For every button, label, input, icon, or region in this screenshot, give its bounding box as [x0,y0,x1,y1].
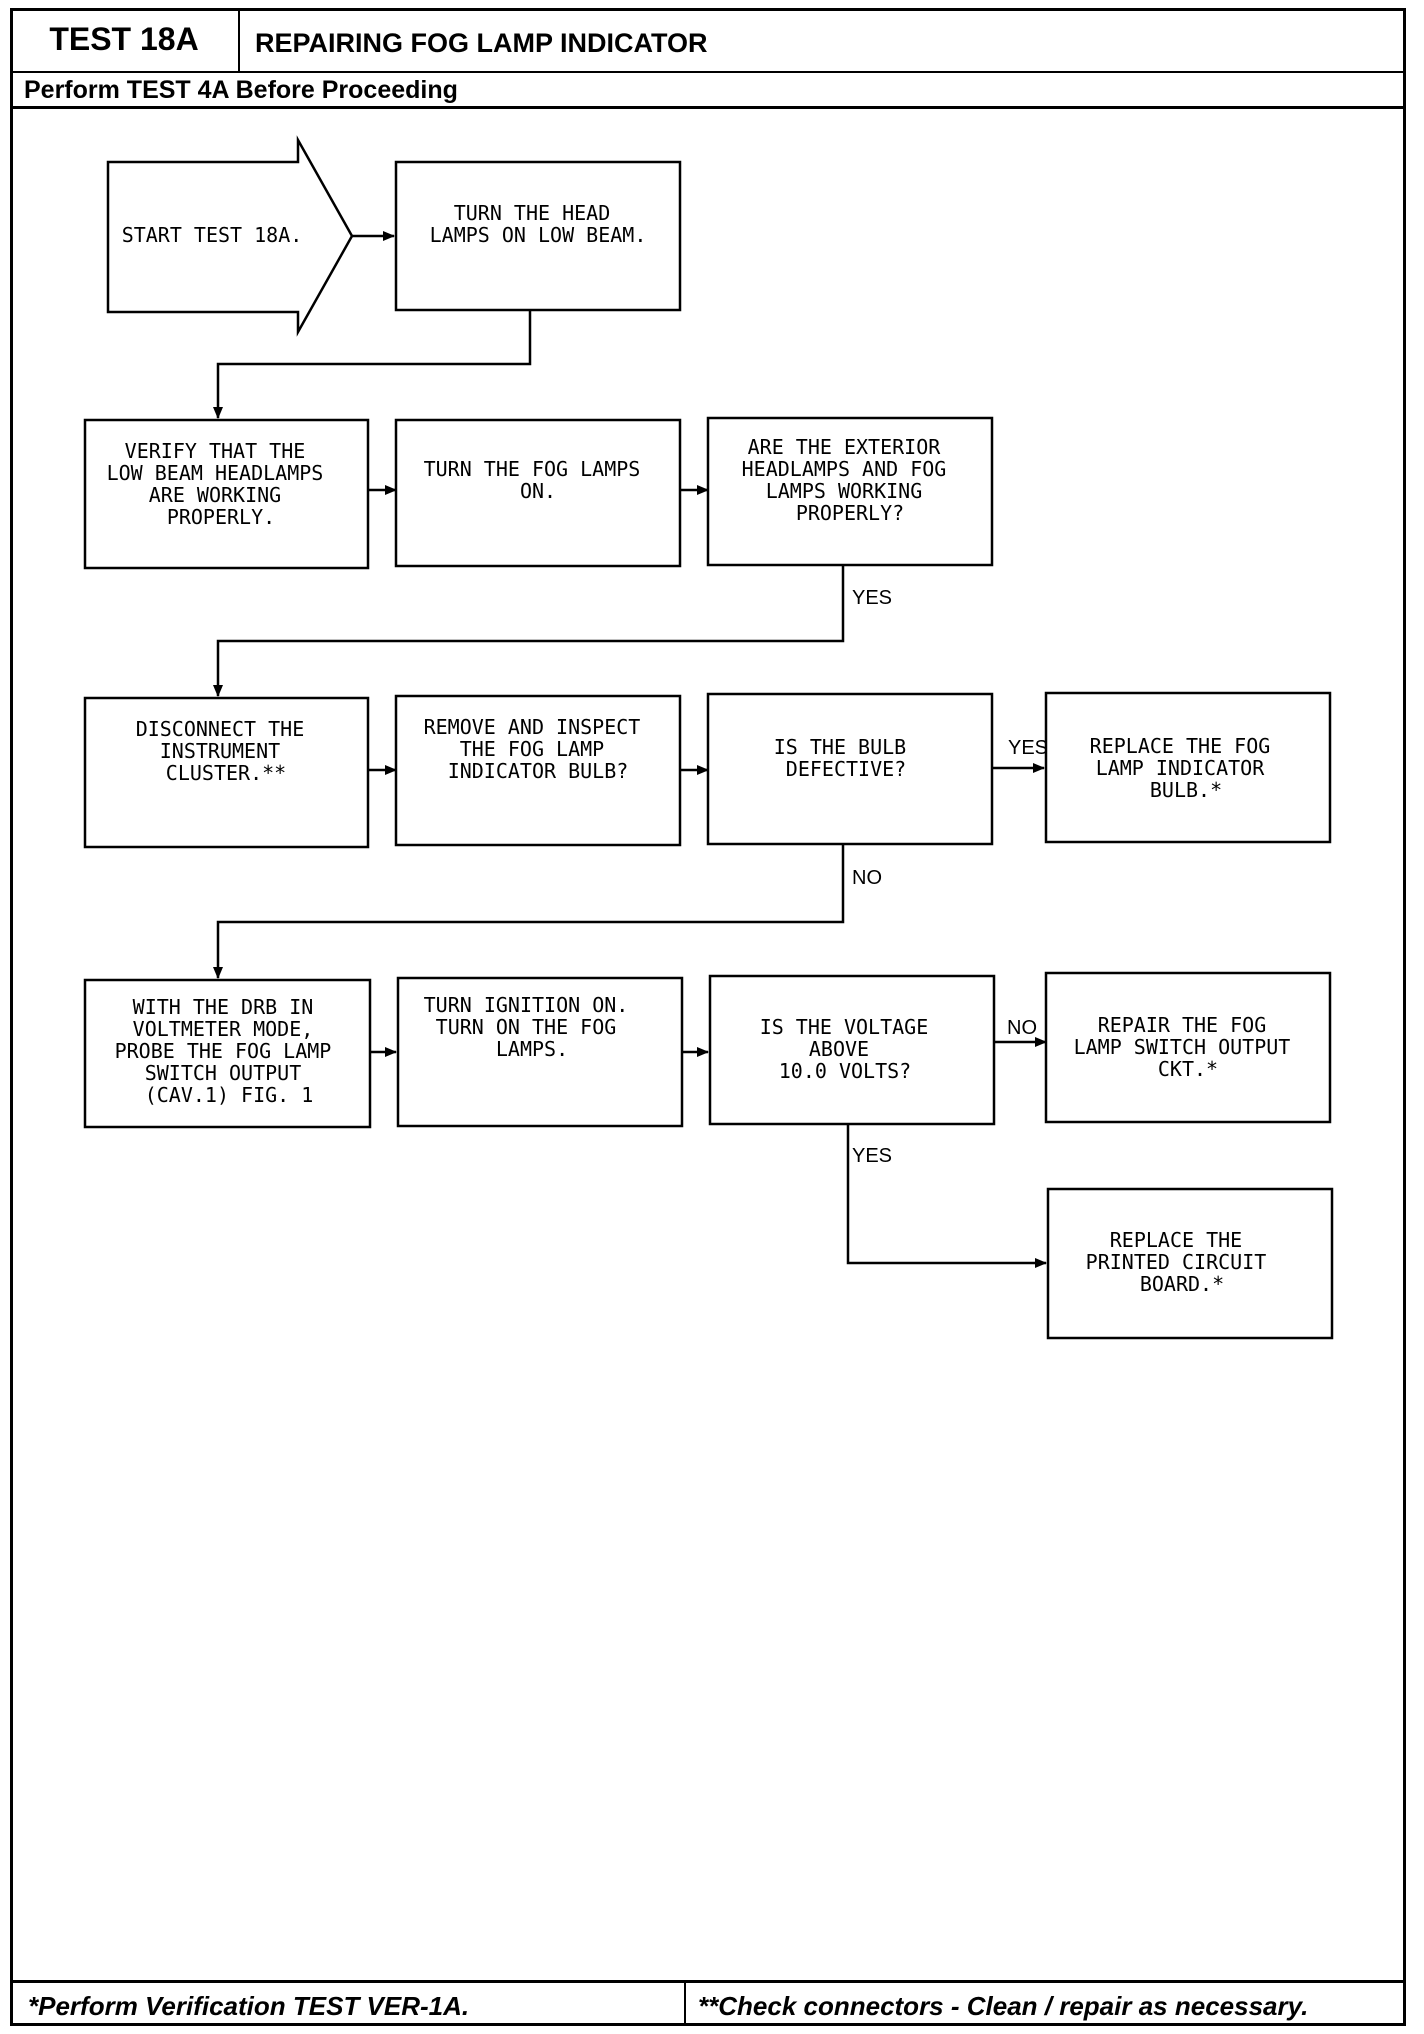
step-repair-switch-ckt-text: REPAIR THE FOG LAMP SWITCH OUTPUT CKT.* [1074,1013,1303,1081]
step-fog-lamps-on-text: TURN THE FOG LAMPS ON. [424,457,653,503]
label-no-bulb: NO [852,867,882,889]
decision-voltage-above-text: IS THE VOLTAGE ABOVE 10.0 VOLTS? [760,1015,941,1083]
footnote-verification: *Perform Verification TEST VER-1A. [10,1983,686,2026]
prerequisite-note: Perform TEST 4A Before Proceeding [24,76,458,104]
connector-headlamps-to-verify [213,310,532,419]
step-disconnect-cluster [83,696,370,849]
step-replace-pcb [1046,1187,1334,1340]
step-ignition-on [396,976,684,1128]
label-yes-bulb: YES [1008,737,1048,759]
decision-exterior-lamps-text: ARE THE EXTERIOR HEADLAMPS AND FOG LAMPS… [742,435,959,525]
step-replace-bulb-text: REPLACE THE FOG LAMP INDICATOR BULB.* [1090,734,1283,802]
step-verify-low-beam [83,418,370,570]
decision-bulb-defective-text: IS THE BULB DEFECTIVE? [774,735,919,781]
start-arrow-shape [106,135,354,337]
test-id: TEST 18A [10,8,240,71]
prerequisite-row: Perform TEST 4A Before Proceeding [10,73,1406,109]
step-head-lamps-text: TURN THE HEAD LAMPS ON LOW BEAM. [430,201,647,247]
start-label: START TEST 18A. [122,223,303,247]
step-verify-low-beam-text: VERIFY THAT THE LOW BEAM HEADLAMPS ARE W… [107,439,336,529]
footnote-connectors: **Check connectors - Clean / repair as n… [698,1991,1309,2021]
label-yes-exterior: YES [852,587,892,609]
header-row: TEST 18A REPAIRING FOG LAMP INDICATOR [10,8,1406,73]
page-frame [10,8,1406,2026]
step-fog-lamps-on [394,418,682,568]
step-inspect-bulb [394,694,682,847]
step-inspect-bulb-text: REMOVE AND INSPECT THE FOG LAMP INDICATO… [424,715,653,783]
connector-voltage-to-pcb [846,1124,1047,1268]
step-ignition-on-text: TURN IGNITION ON. TURN ON THE FOG LAMPS. [424,993,641,1061]
test-title: REPAIRING FOG LAMP INDICATOR [255,28,708,58]
step-replace-bulb [1044,691,1332,844]
decision-exterior-lamps [706,416,994,567]
connector-check-to-disconnect [213,565,845,697]
step-head-lamps [394,160,682,312]
step-disconnect-cluster-text: DISCONNECT THE INSTRUMENT CLUSTER.** [136,717,317,785]
footer-row: *Perform Verification TEST VER-1A. **Che… [10,1980,1406,2026]
step-probe-switch [83,978,372,1129]
step-repair-switch-ckt [1044,971,1332,1124]
decision-bulb-defective [706,692,994,846]
label-yes-voltage: YES [852,1145,892,1167]
connector-bulb-to-probe [213,844,845,979]
label-no-voltage: NO [1007,1017,1037,1039]
step-replace-pcb-text: REPLACE THE PRINTED CIRCUIT BOARD.* [1086,1228,1279,1296]
step-probe-switch-text: WITH THE DRB IN VOLTMETER MODE, PROBE TH… [115,995,344,1107]
decision-voltage-above [708,974,996,1126]
